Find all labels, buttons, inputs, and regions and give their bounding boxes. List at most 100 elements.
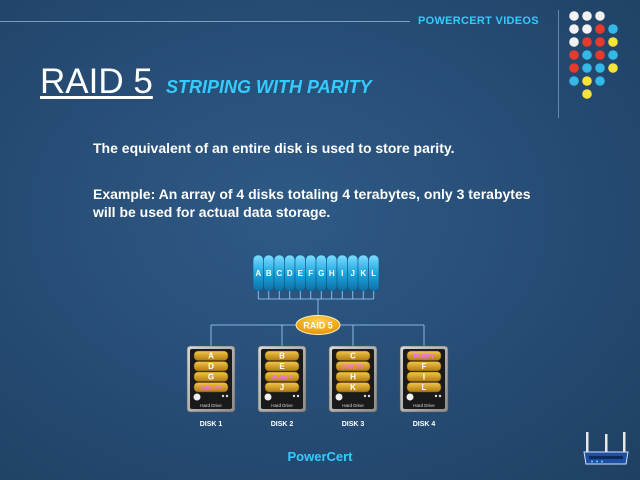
data-block-label: G [208, 372, 214, 381]
array-letter: H [329, 269, 335, 278]
decor-dot [582, 11, 592, 21]
page-subtitle: STRIPING WITH PARITY [166, 77, 372, 97]
data-block-label: H [350, 372, 356, 381]
disk-block [335, 350, 371, 361]
parity-block-label: PARITY [413, 354, 435, 360]
array-letter: I [341, 269, 343, 278]
disk-block [406, 382, 442, 393]
disk-block [264, 382, 300, 393]
disk-block [406, 371, 442, 382]
disk-platter-icon [264, 393, 272, 401]
decor-dot [569, 37, 579, 47]
page-title: RAID 5 [40, 62, 153, 101]
router-icon [583, 432, 629, 465]
disk-label: DISK 2 [271, 421, 294, 428]
decor-dot [569, 24, 579, 34]
data-block-label: D [208, 362, 214, 371]
array-letter: L [371, 269, 376, 278]
decor-dot [569, 11, 579, 21]
footer-brand: PowerCert [287, 449, 353, 464]
data-block-label: L [422, 383, 427, 392]
disk-platter-icon [193, 393, 201, 401]
disk-led [225, 394, 229, 398]
array-letter: K [360, 269, 366, 278]
header-rule [0, 21, 410, 22]
disk-block [406, 361, 442, 372]
parity-block-label: PARITY [200, 386, 222, 392]
decor-dot [582, 50, 592, 60]
disk-led [221, 394, 225, 398]
disk-platter-icon [335, 393, 343, 401]
disk-block [264, 361, 300, 372]
disk-caption: Hard Drive [342, 403, 364, 408]
vertical-rule [558, 10, 559, 118]
data-block-label: J [280, 383, 284, 392]
data-block-label: F [422, 362, 427, 371]
disk-platter-icon [406, 393, 414, 401]
decor-dot [608, 63, 618, 73]
disk-block [264, 371, 300, 382]
raid-controller-label: RAID 5 [303, 321, 333, 331]
dot-grid-icon [569, 11, 618, 99]
decor-dot [569, 76, 579, 86]
parity-block-label: PARITY [271, 375, 293, 381]
decor-dot [569, 63, 579, 73]
disk-block [193, 382, 229, 393]
disk-led [438, 394, 442, 398]
disk-caption: Hard Drive [413, 403, 435, 408]
decor-dot [608, 24, 618, 34]
disk-block [193, 361, 229, 372]
decor-dot [595, 76, 605, 86]
disk-block [193, 350, 229, 361]
disk-block [264, 350, 300, 361]
parity-block-label: PARITY [342, 365, 364, 371]
raid-controller-badge [295, 315, 341, 335]
array-letter: B [266, 269, 272, 278]
decor-dot [608, 37, 618, 47]
disk-led [292, 394, 296, 398]
disk-label: DISK 1 [200, 421, 223, 428]
array-letter: D [287, 269, 293, 278]
decor-dot [582, 76, 592, 86]
decor-dot [569, 50, 579, 60]
decor-dot [608, 50, 618, 60]
decor-dot [582, 24, 592, 34]
array-letter: F [308, 269, 313, 278]
data-block-label: C [350, 351, 356, 360]
brand-name: POWERCERT VIDEOS [418, 15, 539, 27]
decor-dot [595, 50, 605, 60]
array-letter: E [298, 269, 304, 278]
disk-label: DISK 4 [413, 421, 436, 428]
data-block-label: K [350, 383, 356, 392]
disk-led [363, 394, 367, 398]
decor-dot [595, 11, 605, 21]
array-letter: C [276, 269, 282, 278]
disk-led [434, 394, 438, 398]
disk-block [335, 382, 371, 393]
array-letter: G [318, 269, 324, 278]
decor-dot [595, 37, 605, 47]
decor-dot [582, 89, 592, 99]
decor-dot [582, 37, 592, 47]
disk-label: DISK 3 [342, 421, 365, 428]
body-text-parity: The equivalent of an entire disk is used… [93, 140, 455, 156]
data-block-label: A [208, 351, 214, 360]
body-text-example: Example: An array of 4 disks totaling 4 … [93, 186, 531, 220]
array-letter: A [255, 269, 261, 278]
data-block-label: B [279, 351, 285, 360]
raid-controller: RAID 5 [295, 315, 341, 335]
disk-led [367, 394, 371, 398]
decor-dot [595, 63, 605, 73]
disk-block [193, 371, 229, 382]
disk-led [296, 394, 300, 398]
data-block-label: E [279, 362, 285, 371]
disk-block [335, 371, 371, 382]
disk-caption: Hard Drive [271, 403, 293, 408]
disk-caption: Hard Drive [200, 403, 222, 408]
